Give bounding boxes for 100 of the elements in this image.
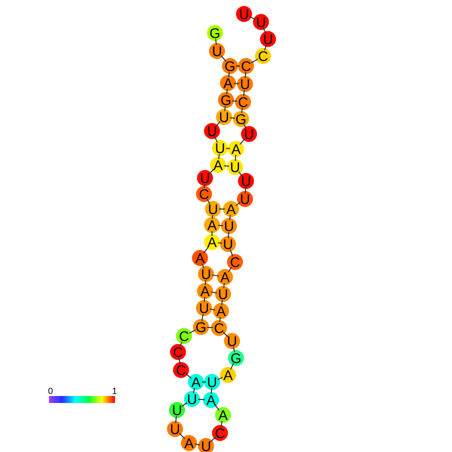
backbone-line	[235, 202, 241, 206]
backbone-line	[250, 58, 258, 64]
backbone-line	[215, 38, 217, 46]
base-pair-line	[223, 165, 230, 167]
nucleotide-circle: G	[222, 58, 238, 74]
nucleotide-circle: C	[235, 94, 251, 110]
backbone-line	[239, 138, 246, 145]
backbone-line	[243, 89, 245, 97]
nucleotide-circle: C	[212, 425, 228, 441]
base-pair-line	[229, 117, 236, 119]
nucleotide-circle: G	[233, 111, 249, 127]
nucleotide-circle: A	[203, 392, 219, 408]
nucleotide-circle: U	[204, 374, 220, 390]
nucleotide-circle: U	[224, 333, 240, 349]
nucleotide-circle: U	[236, 6, 252, 22]
scale-label: 1	[112, 387, 118, 396]
nucleotide-circle: A	[210, 157, 226, 173]
nucleotide-circle: U	[198, 438, 214, 452]
base-pair-line	[218, 208, 226, 210]
backbone-line	[262, 27, 266, 34]
base-pair-line	[234, 82, 240, 84]
nucleotide-circle: A	[228, 141, 244, 157]
base-pair-line	[198, 398, 206, 400]
backbone-line	[232, 346, 236, 353]
base-pair-line	[218, 224, 224, 226]
backbone-line	[228, 232, 230, 238]
backbone-line	[234, 154, 236, 162]
backbone-line	[244, 186, 246, 194]
nucleotide-circle: U	[216, 109, 232, 125]
backbone-line	[241, 107, 243, 114]
nucleotide-circle: U	[238, 173, 254, 189]
nucleotide-circle: A	[223, 201, 239, 217]
backbone-line	[201, 313, 204, 322]
nucleotide-circle: G	[218, 92, 234, 108]
backbone-line	[228, 71, 230, 78]
backbone-line	[217, 376, 223, 380]
nucleotide-circle: U	[241, 126, 257, 142]
base-pair-line	[211, 274, 220, 277]
nucleotide-circle: A	[192, 250, 208, 266]
nucleotide-circle: A	[181, 435, 197, 451]
nucleotide-circle: U	[209, 43, 225, 59]
backbone-line	[221, 299, 223, 306]
nucleotide-circle: G	[228, 350, 244, 366]
backbone-line	[175, 415, 177, 424]
backbone-line	[192, 387, 196, 394]
backbone-line	[224, 105, 226, 112]
backbone-line	[210, 436, 216, 442]
backbone-line	[188, 329, 196, 334]
nucleotide-circle: U	[212, 140, 228, 156]
nucleotide-circle: A	[220, 75, 236, 91]
backbone-line	[218, 153, 220, 160]
nucleotide-circle: A	[220, 367, 236, 383]
backbone-line	[248, 16, 256, 20]
nucleotide-circle: U	[167, 421, 183, 437]
backbone-line	[243, 124, 247, 130]
backbone-line	[222, 332, 228, 338]
backbone-line	[180, 341, 182, 347]
nucleotide-circle: U	[169, 402, 185, 418]
nucleotide-circle: C	[238, 58, 254, 74]
backbone-line	[220, 55, 227, 62]
backbone-line	[264, 44, 267, 51]
backbone-line	[230, 362, 234, 370]
nucleotide-circle: G	[193, 319, 209, 335]
nucleotide-circle: U	[253, 14, 269, 30]
nucleotide-circle: U	[260, 31, 276, 47]
nucleotide-circle: A	[188, 374, 204, 390]
backbone-line	[228, 266, 232, 272]
backbone-line	[244, 72, 246, 78]
backbone-line	[206, 198, 210, 204]
backbone-line	[214, 136, 218, 144]
nucleotide-circle: U	[220, 236, 236, 252]
nucleotide-circle: U	[204, 123, 220, 139]
nucleotide-circle: A	[197, 283, 213, 299]
scale-label: 0	[48, 387, 54, 396]
backbone-line	[220, 420, 223, 428]
nucleotide-circle: A	[204, 217, 220, 233]
nucleotide-circle: C	[255, 48, 271, 64]
backbone-line	[226, 88, 228, 95]
nucleotide-circle: C	[176, 328, 192, 344]
backbone-line	[194, 444, 201, 446]
base-pair-line	[231, 100, 238, 102]
backbone-line	[214, 404, 220, 411]
backbone-line	[178, 357, 181, 365]
backbone-line	[178, 432, 186, 440]
backbone-line	[204, 280, 206, 286]
backbone-line	[212, 214, 214, 220]
nucleotide-circle: C	[227, 254, 243, 270]
base-pair-line	[210, 291, 218, 294]
nucleotide-circle: U	[237, 191, 253, 207]
nucleotide-circle: C	[196, 186, 212, 202]
backbone-line	[210, 388, 212, 394]
nucleotide-circle: A	[217, 269, 233, 285]
base-pair-line	[217, 242, 223, 244]
nucleotide-circle: U	[227, 159, 243, 175]
base-pair-line	[206, 326, 214, 328]
backbone-line	[202, 263, 204, 269]
nucleotide-circle: G	[207, 25, 223, 41]
backbone-line	[219, 316, 221, 323]
nucleotide-circle: U	[197, 170, 213, 186]
backbone-line	[238, 171, 243, 177]
